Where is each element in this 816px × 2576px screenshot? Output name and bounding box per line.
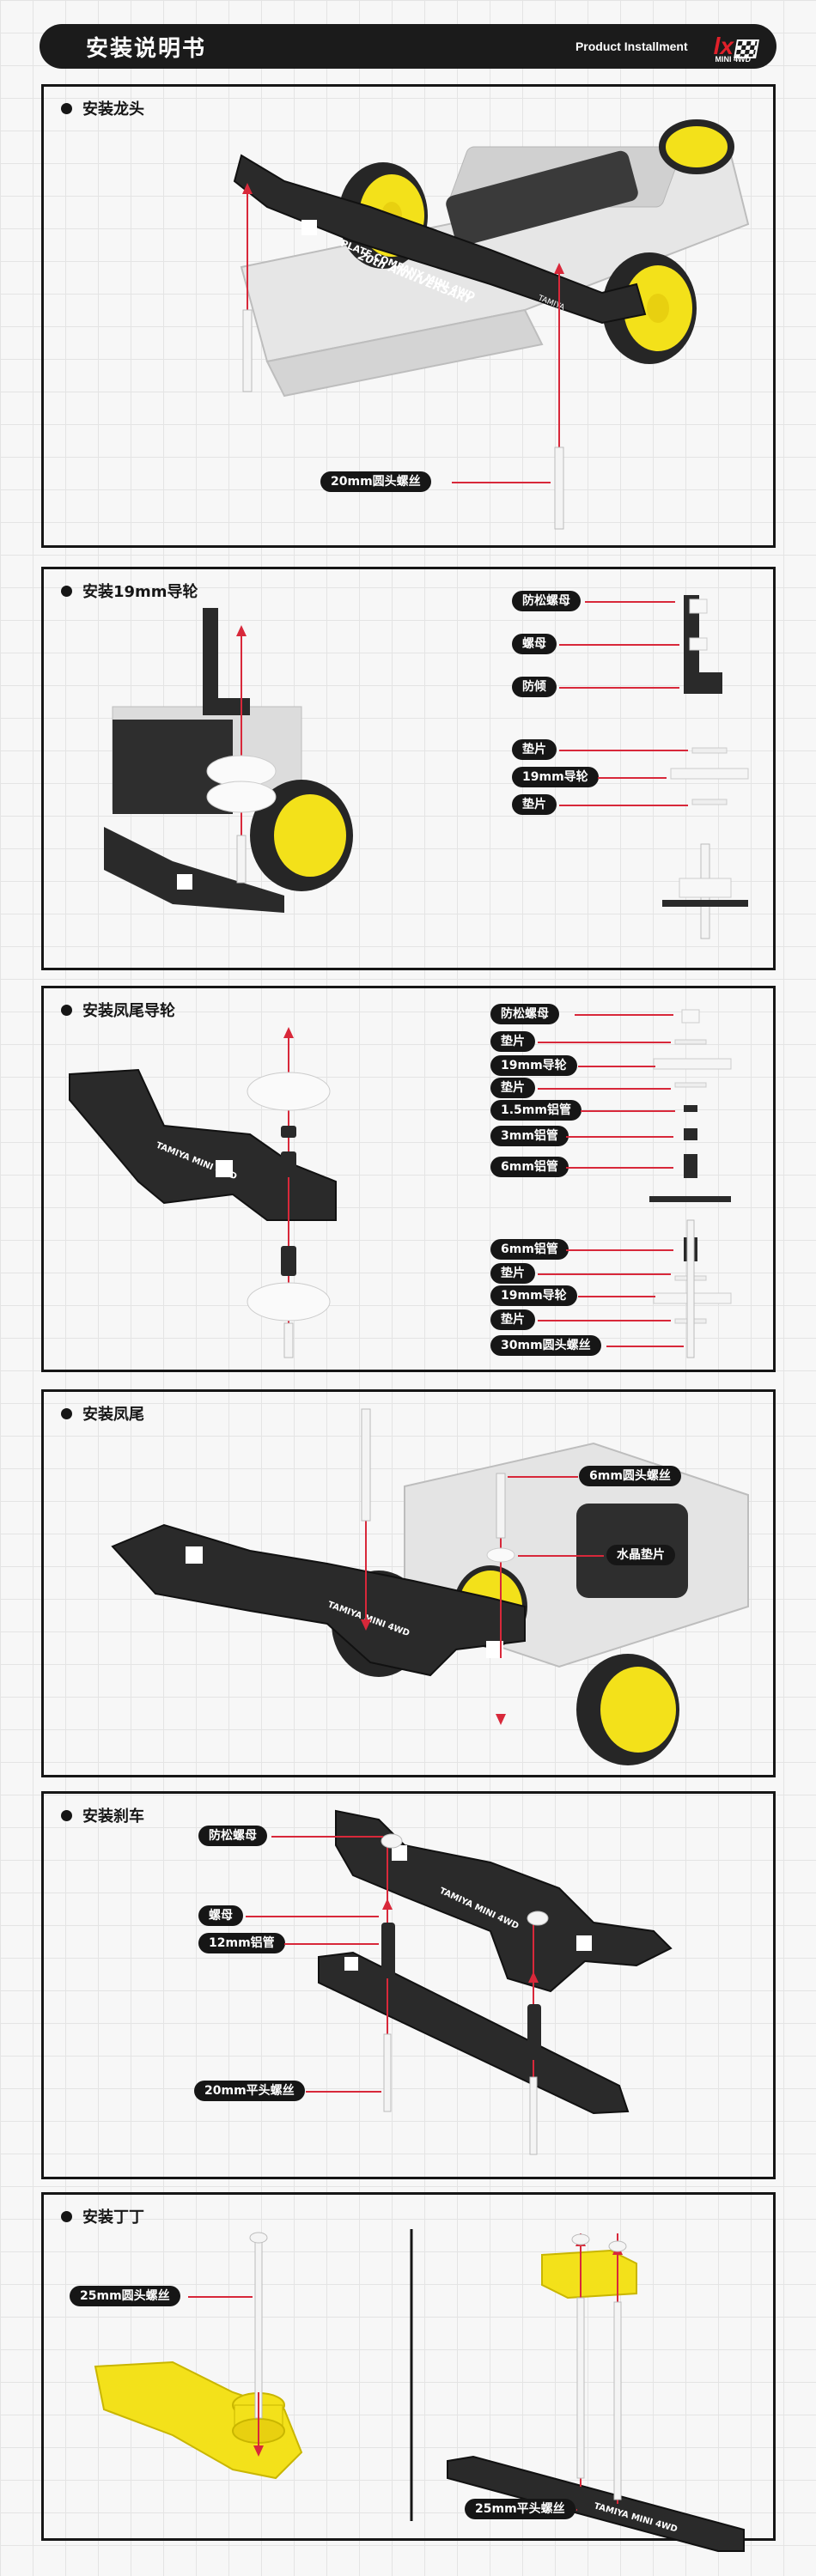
section-19mm-roller: 安装19mm导轮 防松螺母 螺母 防倾 垫片 19mm导轮 垫片 (41, 567, 776, 970)
bullet-icon (61, 585, 72, 597)
tail-mount-illustration: TAMIYA MINI 4WD (111, 1408, 749, 1765)
label-leader (452, 482, 551, 483)
part-label: 垫片 (490, 1078, 535, 1098)
label-leader (598, 777, 667, 779)
page-subtitle: Product Installment (575, 39, 688, 53)
label-leader (538, 1320, 671, 1321)
label-leader (559, 687, 679, 689)
label-leader (538, 1273, 671, 1275)
page-title: 安装说明书 (86, 35, 207, 62)
ding-ding-illustration: TAMIYA MINI 4WD (94, 2229, 745, 2552)
section-title: 安装凤尾 (61, 1402, 144, 1425)
label-leader (538, 1042, 671, 1043)
part-label: 3mm铝管 (490, 1126, 569, 1146)
brand-logo-text: MINI 4WD (715, 55, 752, 64)
bullet-icon (61, 1809, 72, 1821)
brake-illustration: TAMIYA MINI 4WD (318, 1809, 673, 2155)
label-leader (578, 1066, 655, 1067)
part-label: 螺母 (198, 1905, 243, 1926)
section-tail-roller: 安装凤尾导轮 TAMIYA MINI 4WD 防松螺母 垫片 19mm导轮 垫片… (41, 986, 776, 1372)
brand-logo: lx (713, 33, 759, 59)
section-front-mount: 安装龙头 PLATE COMPANY MINI 4WD 20th ANNIVER… (41, 84, 776, 548)
part-label: 水晶垫片 (606, 1545, 675, 1565)
section-title: 安装丁丁 (61, 2205, 144, 2227)
brand-logo-mark: lx (713, 33, 734, 59)
part-label: 20mm平头螺丝 (194, 2081, 305, 2101)
bullet-icon (61, 1004, 72, 1016)
part-label: 6mm铝管 (490, 1157, 569, 1177)
section-title: 安装19mm导轮 (61, 580, 198, 602)
part-label: 25mm圆头螺丝 (70, 2286, 180, 2306)
label-leader (306, 2091, 381, 2093)
part-label: 垫片 (490, 1263, 535, 1284)
label-leader (559, 805, 688, 806)
part-label: 30mm圆头螺丝 (490, 1335, 601, 1356)
part-label: 垫片 (490, 1309, 535, 1330)
section-title: 安装龙头 (61, 97, 144, 119)
label-leader (188, 2296, 253, 2298)
part-label: 19mm导轮 (490, 1285, 577, 1306)
label-leader (578, 1296, 655, 1297)
section-title: 安装刹车 (61, 1804, 144, 1826)
part-label: 防松螺母 (512, 591, 581, 611)
bullet-icon (61, 102, 72, 114)
label-leader (585, 601, 675, 603)
part-label: 1.5mm铝管 (490, 1100, 582, 1121)
label-leader (566, 1136, 673, 1138)
label-leader (566, 1249, 673, 1251)
section-title: 安装凤尾导轮 (61, 999, 175, 1021)
part-label: 防松螺母 (490, 1004, 559, 1024)
part-label: 20mm圆头螺丝 (320, 471, 431, 492)
label-leader (518, 1555, 604, 1557)
part-label: 垫片 (512, 739, 557, 760)
label-leader (271, 1836, 383, 1838)
page-header: 安装说明书 Product Installment lx MINI 4WD (40, 24, 776, 69)
label-leader (566, 1167, 673, 1169)
label-leader (581, 1110, 675, 1112)
part-label: 6mm圆头螺丝 (579, 1466, 681, 1486)
part-label: 螺母 (512, 634, 557, 654)
section-tail-mount: 安装凤尾 TAMIYA MINI 4WD 6mm圆头螺丝 水晶垫片 (41, 1389, 776, 1777)
tail-roller-illustration: TAMIYA MINI 4WD (69, 1009, 732, 1358)
part-label: 垫片 (512, 794, 557, 815)
bullet-icon (61, 2210, 72, 2222)
label-leader (559, 750, 688, 751)
part-label: 19mm导轮 (512, 767, 599, 787)
label-leader (606, 1346, 684, 1347)
label-leader (575, 1014, 673, 1016)
part-label: 防倾 (512, 677, 557, 697)
part-label: 12mm铝管 (198, 1933, 285, 1953)
label-leader (246, 1916, 379, 1917)
part-label: 19mm导轮 (490, 1055, 577, 1076)
19mm-roller-illustration (104, 595, 749, 939)
part-label: 6mm铝管 (490, 1239, 569, 1260)
label-leader (559, 644, 679, 646)
part-label: 防松螺母 (198, 1826, 267, 1846)
label-leader (284, 1943, 379, 1945)
section-brake: 安装刹车 TAMIYA MINI 4WD 防松螺母 螺母 12mm铝管 20mm… (41, 1791, 776, 2179)
section-ding-ding: 安装丁丁 TAMIYA MINI 4WD 25mm圆头螺丝 25mm平头螺丝 (41, 2192, 776, 2552)
front-mount-illustration: PLATE COMPANY MINI 4WD 20th ANNIVERSARY … (233, 119, 750, 530)
part-label: 垫片 (490, 1031, 535, 1052)
part-label: 25mm平头螺丝 (465, 2499, 575, 2519)
label-leader (538, 1088, 671, 1090)
bullet-icon (61, 1407, 72, 1419)
label-leader (576, 2509, 577, 2511)
label-leader (508, 1476, 578, 1478)
